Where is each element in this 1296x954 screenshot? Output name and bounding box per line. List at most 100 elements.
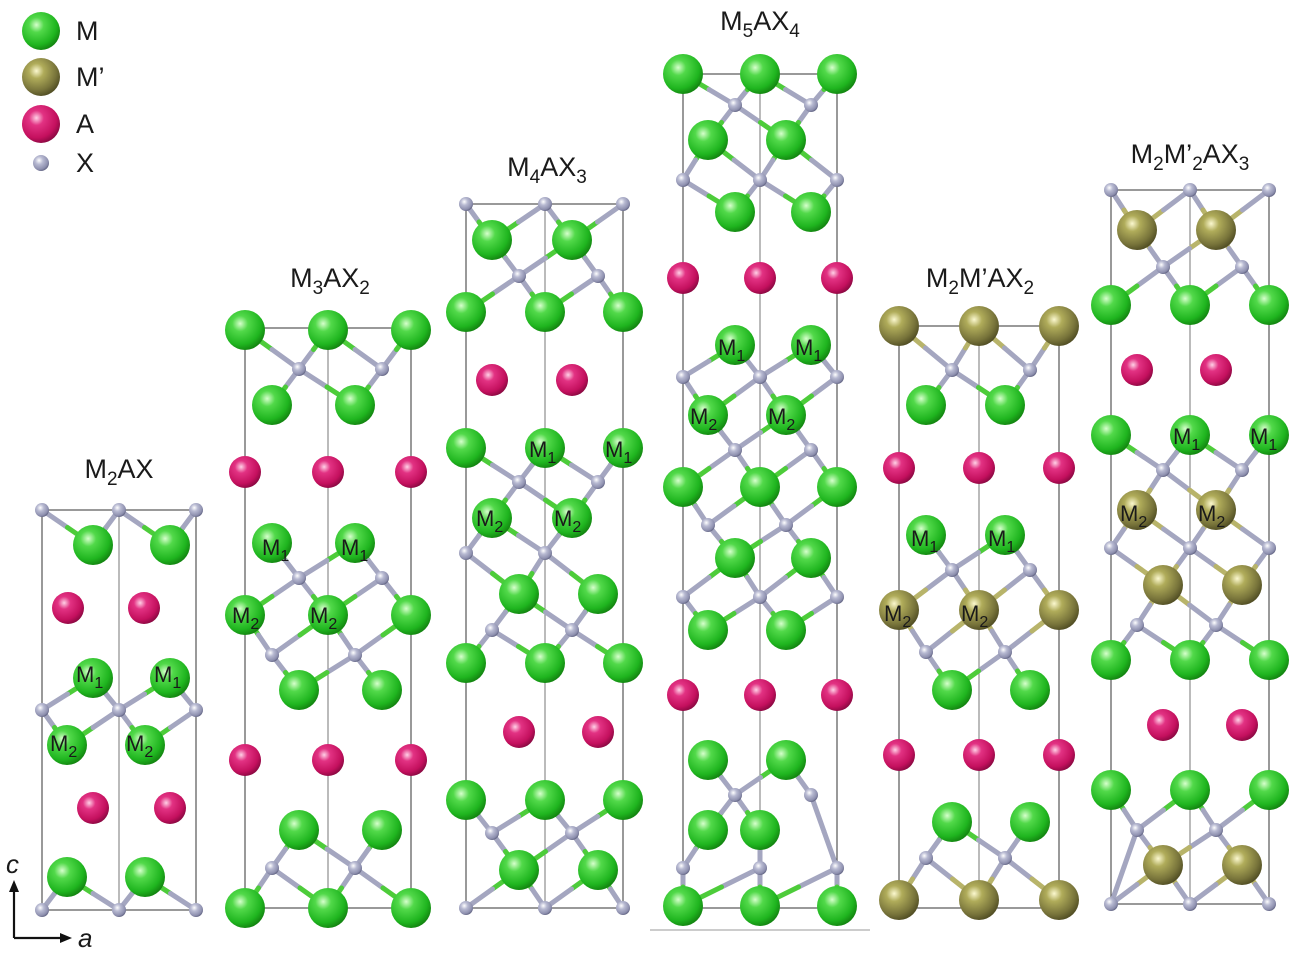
m-atom xyxy=(688,810,728,850)
m-atom xyxy=(472,498,512,538)
mprime-atom xyxy=(1117,210,1157,250)
x-atom xyxy=(830,861,844,875)
mprime-atom xyxy=(959,306,999,346)
m-atom xyxy=(766,610,806,650)
x-atom xyxy=(1262,897,1276,911)
x-atom xyxy=(753,370,767,384)
x-atom xyxy=(348,861,362,875)
x-atom xyxy=(804,788,818,802)
m-atom xyxy=(391,888,431,928)
site-label-m2: M2 xyxy=(50,731,77,761)
bond xyxy=(796,865,840,890)
site-label-m2: M2 xyxy=(1198,501,1225,531)
legend-item-m: M xyxy=(22,12,99,50)
legend-mprime-atom-icon xyxy=(22,58,60,96)
m-atom xyxy=(446,292,486,332)
m-atom xyxy=(525,292,565,332)
x-atom xyxy=(830,590,844,604)
x-atom xyxy=(945,563,959,577)
a-atom xyxy=(229,744,261,776)
x-atom xyxy=(1183,183,1197,197)
m-atom xyxy=(791,192,831,232)
x-atom xyxy=(375,571,389,585)
a-atom xyxy=(503,716,535,748)
atoms xyxy=(663,54,857,926)
a-atom xyxy=(395,744,427,776)
a-atom xyxy=(963,739,995,771)
x-atom xyxy=(591,269,605,283)
legend-item-mprime: M’ xyxy=(22,58,105,96)
m-atom xyxy=(817,54,857,94)
x-atom xyxy=(189,903,203,917)
m-atom xyxy=(362,670,402,710)
x-atom xyxy=(616,901,630,915)
site-label-m1: M1 xyxy=(911,526,938,556)
mprime-atom xyxy=(1143,845,1183,885)
x-atom xyxy=(1104,897,1118,911)
x-atom xyxy=(1130,823,1144,837)
x-atom xyxy=(348,648,362,662)
x-atom xyxy=(1235,463,1249,477)
x-atom xyxy=(538,197,552,211)
x-atom xyxy=(1209,618,1223,632)
x-atom xyxy=(1262,183,1276,197)
m-atom xyxy=(125,725,165,765)
x-atom xyxy=(265,861,279,875)
a-axis-arrow-icon xyxy=(60,933,72,943)
mprime-atom xyxy=(879,306,919,346)
site-label-m2: M2 xyxy=(961,601,988,631)
m-atom xyxy=(1170,640,1210,680)
site-label-m2: M2 xyxy=(690,404,717,434)
m-atom xyxy=(391,595,431,635)
a-atom xyxy=(667,262,699,294)
m-atom xyxy=(663,54,703,94)
x-atom xyxy=(753,173,767,187)
site-label-m1: M1 xyxy=(1173,424,1200,454)
m-atom xyxy=(740,810,780,850)
m-atom xyxy=(225,310,265,350)
x-atom xyxy=(459,197,473,211)
x-atom xyxy=(1156,463,1170,477)
axis-indicator: c a xyxy=(6,849,92,953)
a-atom xyxy=(744,679,776,711)
atoms xyxy=(225,310,431,928)
x-atom xyxy=(676,590,690,604)
a-atom xyxy=(821,262,853,294)
x-atom xyxy=(1023,363,1037,377)
m-atom xyxy=(1170,415,1210,455)
a-atom xyxy=(312,744,344,776)
mprime-atom xyxy=(1196,490,1236,530)
mprime-atom xyxy=(1222,565,1262,605)
m-atom xyxy=(525,428,565,468)
x-atom xyxy=(804,443,818,457)
x-atom xyxy=(830,173,844,187)
m-atom xyxy=(335,385,375,425)
m-atom xyxy=(552,498,592,538)
m-atom xyxy=(578,850,618,890)
m-atom xyxy=(740,886,780,926)
structure-m2mp2ax3-title: M2M’2AX3 xyxy=(1131,139,1250,175)
m-atom xyxy=(225,595,265,635)
x-atom xyxy=(112,703,126,717)
m-atom xyxy=(791,538,831,578)
a-atom xyxy=(229,456,261,488)
m-atom xyxy=(1010,670,1050,710)
m-atom xyxy=(688,740,728,780)
m-atom xyxy=(1091,640,1131,680)
x-atom xyxy=(616,197,630,211)
m-atom xyxy=(688,610,728,650)
mprime-atom xyxy=(1196,210,1236,250)
x-atom xyxy=(945,363,959,377)
m-atom xyxy=(603,292,643,332)
m-atom xyxy=(985,385,1025,425)
legend-a-atom-icon xyxy=(22,105,60,143)
site-label-m2: M2 xyxy=(310,603,337,633)
legend-m-atom-icon xyxy=(22,12,60,50)
legend: M M’ A X xyxy=(22,12,105,178)
bond xyxy=(719,865,763,890)
x-atom xyxy=(998,851,1012,865)
m-atom xyxy=(73,525,113,565)
